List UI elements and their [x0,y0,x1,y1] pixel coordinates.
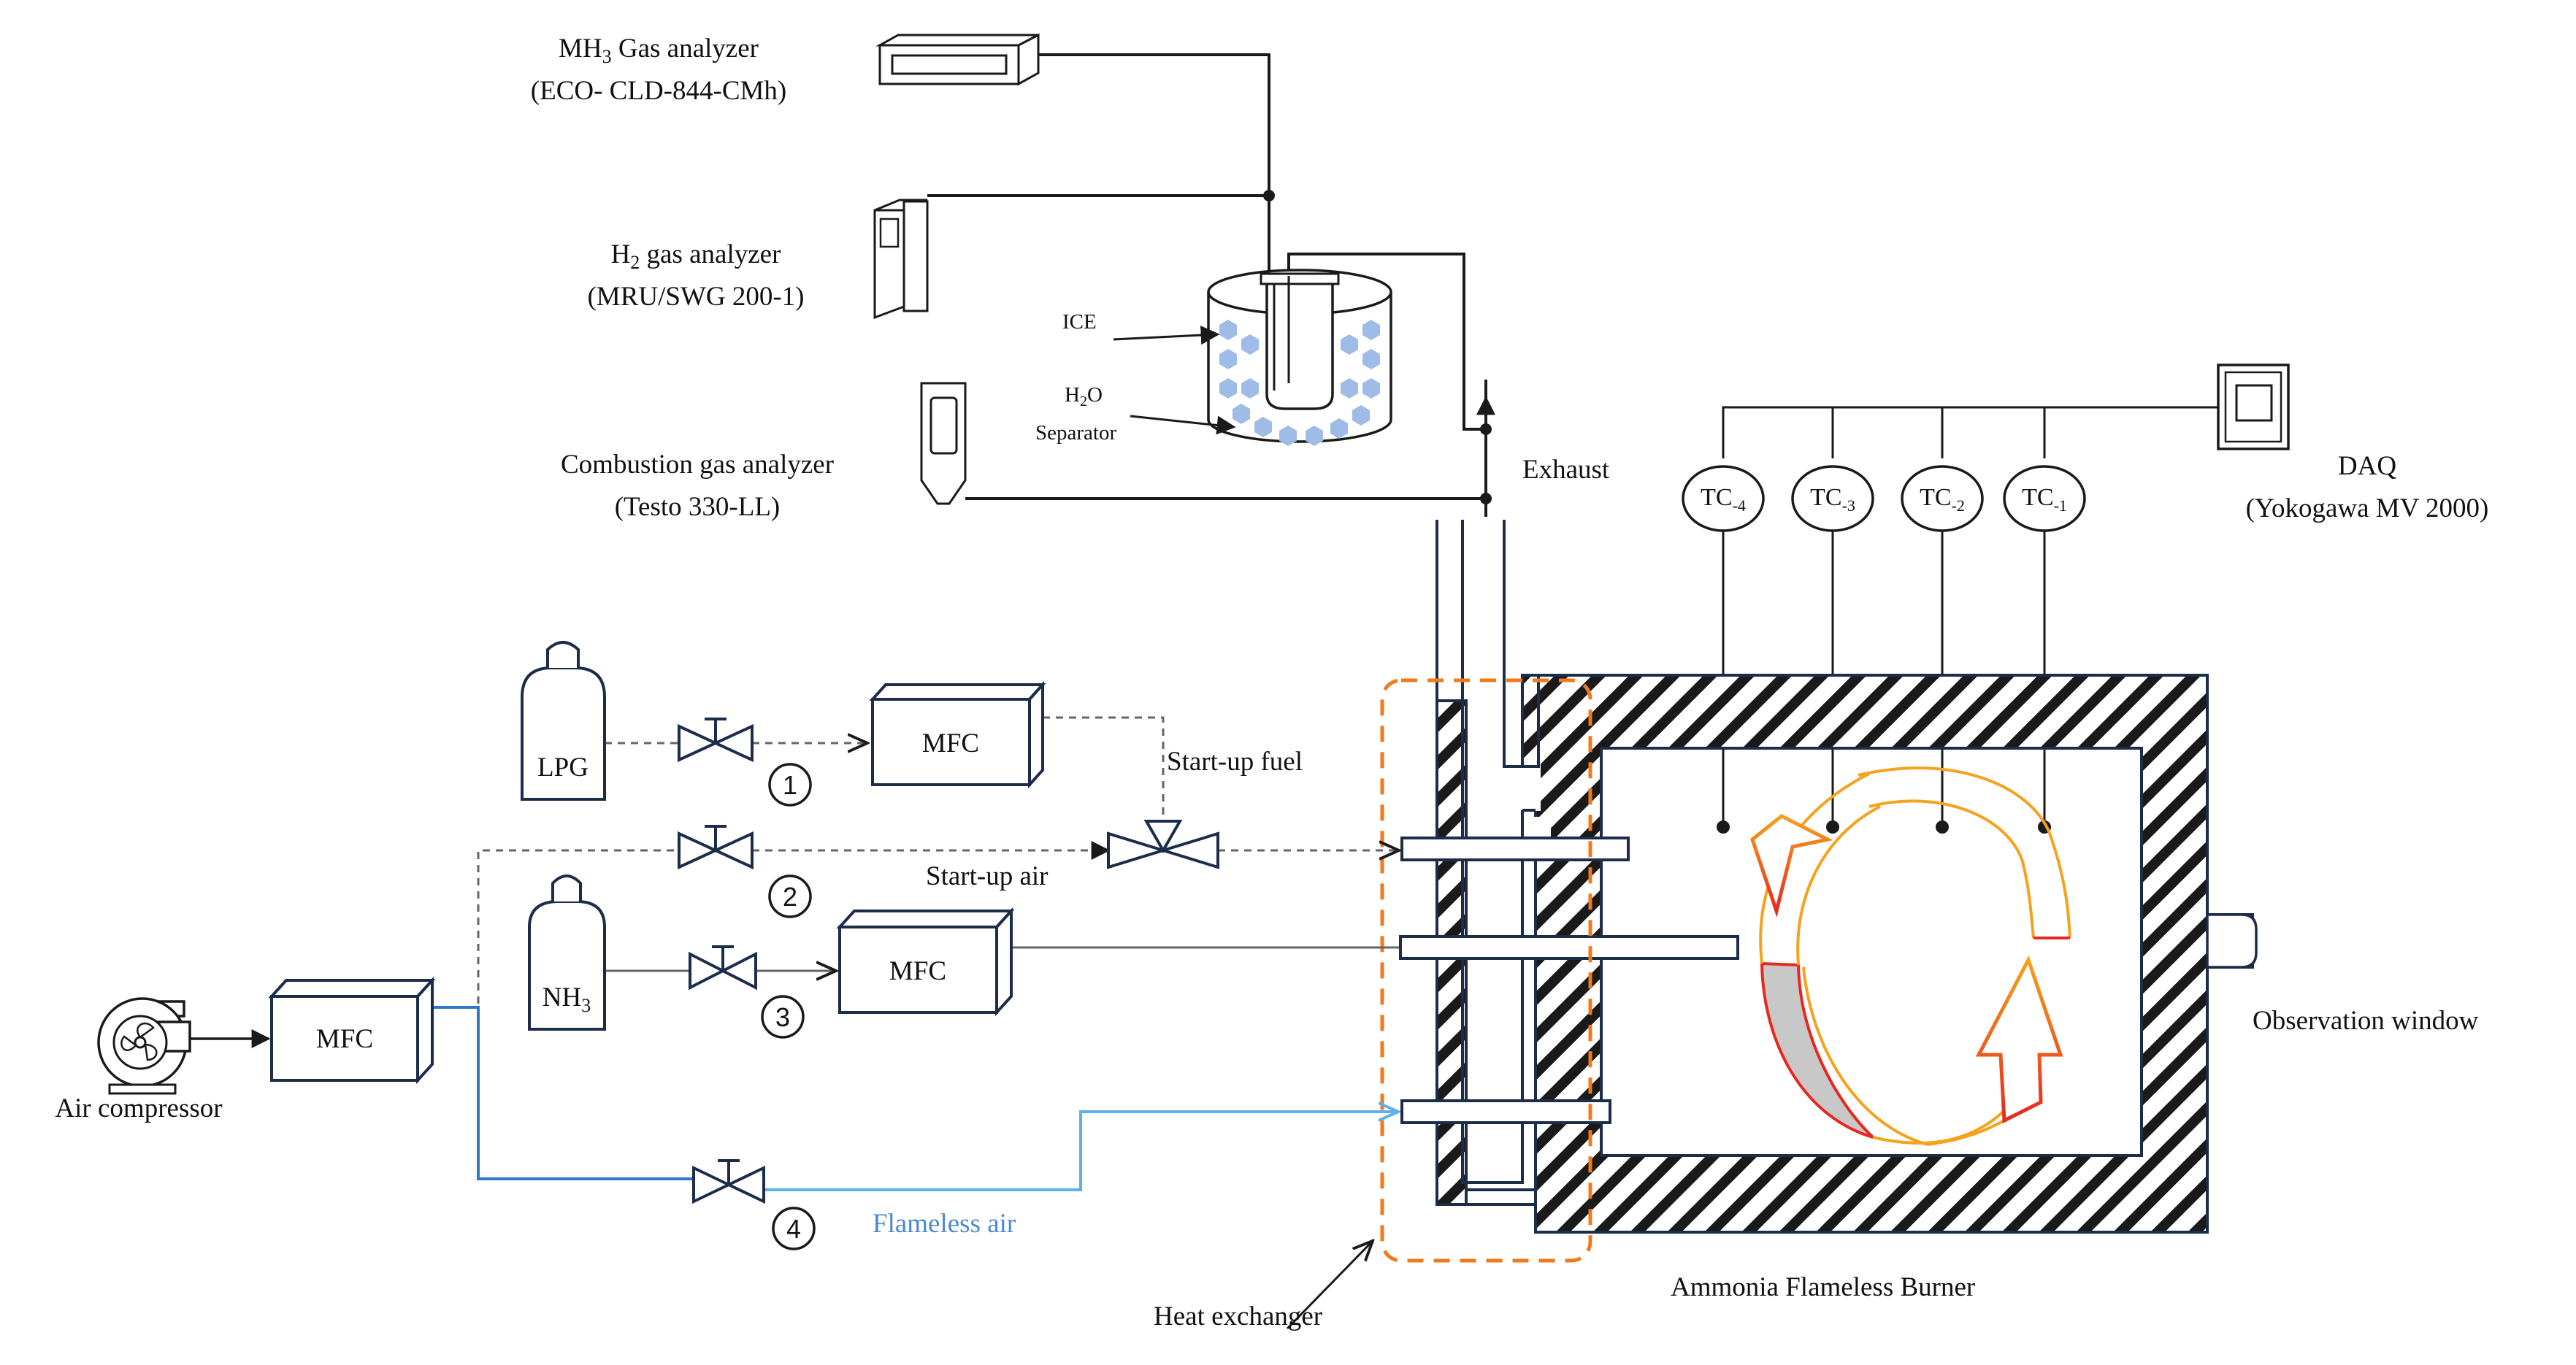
heat-exchanger: Heat exchanger [1154,520,1739,1331]
mfc-lpg: MFC [869,680,1046,789]
svg-text:1: 1 [783,770,797,800]
separator-label: Separator [1035,421,1116,445]
svg-text:3: 3 [775,1002,790,1032]
mh3-gas-analyzer: MH3 Gas analyzer (ECO- CLD-844-CMh) [531,33,1040,106]
valve-4 [692,1159,765,1204]
h2o-separator: ICE H2O Separator [1035,269,1392,446]
svg-text:2: 2 [783,882,797,912]
valve-number-3: 3 [761,995,805,1039]
nh3-label: NH3 [543,983,591,1016]
thermocouple-tc2: TC-2 [1901,465,1984,834]
daq-monitor-icon [2217,364,2290,450]
air-compressor: Air compressor [55,997,223,1123]
mh3-analyzer-icon [875,33,1040,86]
startup-air-label: Start-up air [926,861,1048,891]
mfc-air: MFC [268,976,436,1085]
nh3-cylinder: NH3 [528,874,606,1031]
air-injection-tube [1400,1099,1611,1124]
junction-dot [1263,190,1275,201]
observation-window-label: Observation window [2253,1006,2479,1036]
valve-number-1: 1 [768,763,812,807]
observation-window-icon [2206,913,2258,969]
h2-analyzer-name: H2 gas analyzer [611,239,781,273]
flame-tail [1760,961,1874,1139]
ammonia-flameless-burner: Observation window Ammonia Flameless Bur… [1525,674,2479,1302]
svg-text:MFC: MFC [889,956,946,986]
thermocouple-tc1: TC-1 [2003,465,2086,834]
lpg-label: LPG [537,753,589,783]
separator-outlet-line [1287,253,1486,431]
ice-bath-icon [1207,269,1392,446]
daq-label: DAQ [2338,451,2396,481]
h2-analyzer-model: (MRU/SWG 200-1) [587,282,804,312]
svg-text:TC-4: TC-4 [1701,484,1746,515]
valve-number-2: 2 [768,874,812,918]
flame-recirculation [1750,766,2071,1146]
startup-injection-tube [1400,837,1630,861]
air-compressor-icon [97,997,191,1095]
svg-text:TC-3: TC-3 [1810,484,1855,515]
svg-text:4: 4 [786,1214,801,1244]
flame-arrow-right [1975,955,2063,1123]
combustion-analyzer-name: Combustion gas analyzer [561,450,834,480]
junction-dot [1480,493,1492,504]
combustion-analyzer-model: (Testo 330-LL) [615,492,781,522]
combustion-gas-analyzer: Combustion gas analyzer (Testo 330-LL) [561,382,967,522]
heat-exchanger-label: Heat exchanger [1154,1301,1322,1331]
burner-label: Ammonia Flameless Burner [1671,1272,1975,1302]
svg-text:MFC: MFC [316,1024,373,1054]
junction-dot [1480,423,1492,435]
nh3-injection-tube [1399,935,1739,960]
svg-text:TC-1: TC-1 [2022,484,2067,515]
exhaust-label: Exhaust [1522,455,1610,485]
h2o-label: H2O [1065,383,1103,410]
valve-number-4: 4 [772,1207,816,1250]
ice-cubes [1219,320,1380,446]
burner-insulation-wall [1534,674,2254,1234]
daq-bus-line [1722,406,2218,458]
ice-pointer [1113,326,1220,345]
h2-analyzer-icon [873,199,929,320]
h2-gas-analyzer: H2 gas analyzer (MRU/SWG 200-1) [587,199,929,320]
analyzer-sampling-lines [927,53,1495,517]
air-compressor-label: Air compressor [55,1093,222,1123]
thermocouple-tc4: TC-4 [1682,465,1765,834]
mh3-analyzer-model: (ECO- CLD-844-CMh) [531,76,786,106]
valve-3 [689,945,757,991]
flame-arrow-left [1750,814,1833,918]
three-way-valve [1107,820,1219,869]
daq-system: DAQ (Yokogawa MV 2000) [1722,364,2489,523]
separator-pointer [1130,415,1236,435]
ice-label: ICE [1062,310,1097,334]
svg-text:MFC: MFC [922,728,979,758]
mh3-sample-line [1038,53,1270,196]
valve-2 [678,825,754,870]
supply-lines [190,716,1399,1191]
heat-exchanger-boundary [1380,678,1592,1263]
flameless-air-label: Flameless air [873,1209,1016,1239]
heat-exchanger-pointer [1286,1241,1373,1330]
h2-sample-line [927,194,1270,285]
combustion-analyzer-icon [920,382,967,505]
mh3-analyzer-name: MH3 Gas analyzer [559,34,759,67]
lpg-cylinder: LPG [521,641,606,801]
svg-text:TC-2: TC-2 [1920,484,1965,515]
daq-model: (Yokogawa MV 2000) [2246,493,2489,523]
startup-fuel-label: Start-up fuel [1167,747,1303,777]
mfc-nh3: MFC [836,907,1015,1017]
valve-1 [678,718,754,763]
